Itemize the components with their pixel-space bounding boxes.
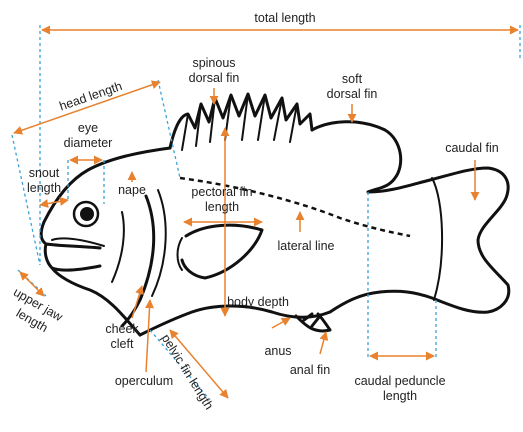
label-pectoral-fin-length-1: pectoral fin: [191, 185, 252, 199]
label-total-length: total length: [254, 11, 315, 25]
anus-pointer: [272, 318, 290, 328]
label-caudal-peduncle-length-2: length: [383, 389, 417, 403]
label-nape: nape: [118, 183, 146, 197]
label-cheek-1: cheek: [105, 322, 139, 336]
label-lateral-line: lateral line: [278, 239, 335, 253]
pupil: [80, 207, 94, 221]
label-pelvic-fin-length: pelvic fin length: [159, 332, 217, 413]
operculum-line: [112, 212, 124, 282]
label-caudal-fin: caudal fin: [445, 141, 499, 155]
label-body-depth: body depth: [227, 295, 289, 309]
label-snout-length-1: snout: [29, 166, 60, 180]
operculum-pointer: [146, 300, 150, 372]
label-anal-fin: anal fin: [290, 363, 330, 377]
label-soft-dorsal-fin-2: dorsal fin: [327, 87, 378, 101]
fish-body-outline: [44, 148, 509, 312]
label-eye-diameter-1: eye: [78, 121, 98, 135]
pectoral-fin-base: [178, 238, 183, 270]
label-spinous-dorsal-fin-1: spinous: [192, 56, 235, 70]
label-pectoral-fin-length-2: length: [205, 200, 239, 214]
pectoral-fin: [182, 225, 262, 278]
label-snout-length-2: length: [27, 181, 61, 195]
caudal-fin-base: [432, 178, 442, 300]
label-head-length: head length: [58, 79, 124, 114]
soft-dorsal-fin: [312, 122, 401, 192]
label-spinous-dorsal-fin-2: dorsal fin: [189, 71, 240, 85]
label-anus: anus: [264, 344, 291, 358]
label-eye-diameter-2: diameter: [64, 136, 113, 150]
label-soft-dorsal-fin-1: soft: [342, 72, 363, 86]
label-operculum: operculum: [115, 374, 173, 388]
label-cheek-2: cleft: [111, 337, 134, 351]
anal-fin-pointer: [320, 332, 326, 354]
label-caudal-peduncle-length-1: caudal peduncle: [354, 374, 445, 388]
